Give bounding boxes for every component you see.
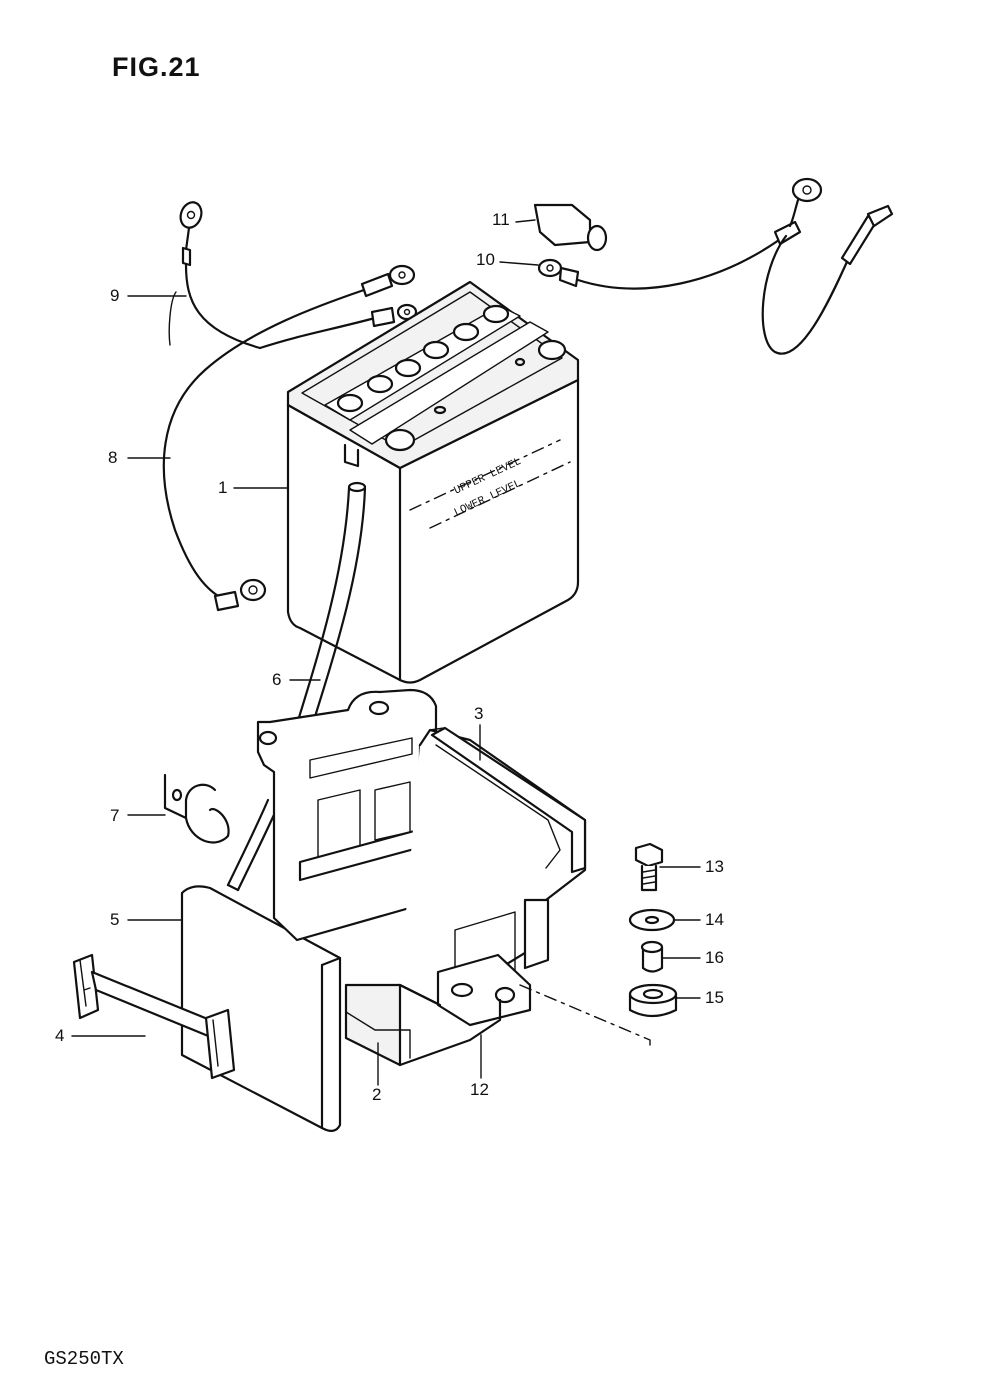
callout-2: 2 — [372, 1085, 382, 1104]
model-code: GS250TX — [44, 1348, 124, 1370]
positive-lead-wire-10 — [537, 177, 894, 355]
assembly-centerline — [519, 984, 651, 1046]
washer-14 — [628, 908, 676, 932]
bolt-13 — [634, 842, 664, 892]
cushion-15 — [628, 983, 678, 1018]
callout-8: 8 — [108, 448, 118, 467]
battery-strap-4 — [72, 953, 236, 1080]
callout-5: 5 — [110, 910, 120, 929]
callout-10: 10 — [476, 250, 495, 269]
ground-lead-wire-9 — [179, 201, 418, 350]
callout-15: 15 — [705, 988, 724, 1007]
leader-lines — [71, 219, 701, 1086]
battery-1 — [286, 280, 580, 684]
callout-3: 3 — [474, 704, 484, 723]
callout-12: 12 — [470, 1080, 489, 1099]
battery-holder-case-3 — [430, 726, 587, 874]
tube-clamp-7 — [163, 773, 230, 844]
callout-1: 1 — [218, 478, 228, 497]
spacer-16 — [640, 940, 664, 973]
callout-16: 16 — [705, 948, 724, 967]
terminal-cap-11 — [533, 203, 608, 252]
figure-title: FIG.21 — [112, 52, 201, 82]
callout-11: 11 — [492, 210, 510, 229]
breather-tube-6 — [226, 481, 367, 892]
callout-13: 13 — [705, 857, 724, 876]
callout-14: 14 — [705, 910, 724, 929]
negative-lead-wire-8 — [162, 264, 416, 612]
callout-7: 7 — [110, 806, 120, 825]
callout-9: 9 — [110, 286, 120, 305]
callout-4: 4 — [55, 1026, 65, 1045]
callout-6: 6 — [272, 670, 282, 689]
